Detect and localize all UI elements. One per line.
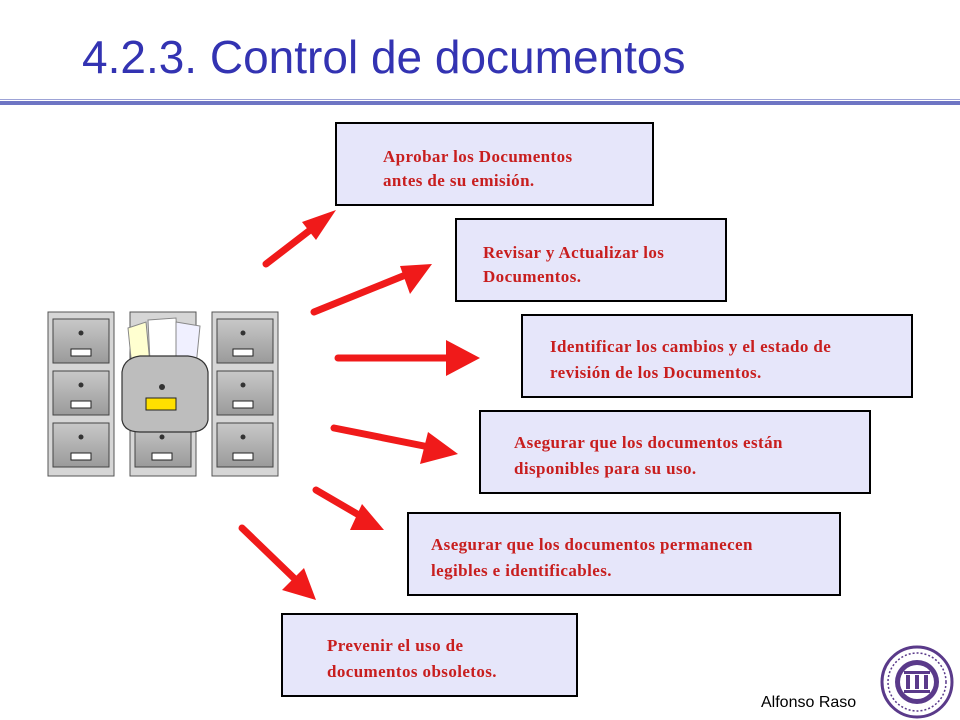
- item-box-revisar: Revisar y Actualizar los Documentos.: [455, 218, 727, 302]
- item-line: revisión de los Documentos.: [550, 363, 762, 382]
- item-line: antes de su emisión.: [383, 171, 535, 190]
- item-box-obsoletos: Prevenir el uso de documentos obsoletos.: [281, 613, 578, 697]
- item-line: Aprobar los Documentos: [383, 147, 573, 166]
- item-box-aprobar: Aprobar los Documentos antes de su emisi…: [335, 122, 654, 206]
- item-line: Identificar los cambios y el estado de: [550, 337, 832, 356]
- arrows: [238, 210, 480, 600]
- arrow-icon: [262, 210, 336, 268]
- title-divider: [0, 99, 960, 105]
- arrow-icon: [310, 264, 432, 316]
- item-line: Asegurar que los documentos permanecen: [431, 535, 753, 554]
- item-line: legibles e identificables.: [431, 561, 612, 580]
- item-line: Prevenir el uso de: [327, 636, 464, 655]
- item-line: disponibles para su uso.: [514, 459, 697, 478]
- item-line: Asegurar que los documentos están: [514, 433, 783, 452]
- filing-cabinet-icon: [47, 311, 279, 477]
- item-line: Documentos.: [483, 267, 582, 286]
- author-name: Alfonso Raso: [761, 694, 857, 711]
- item-box-legibles: Asegurar que los documentos permanecen l…: [407, 512, 841, 596]
- arrow-icon: [312, 486, 384, 530]
- item-box-disponibles: Asegurar que los documentos están dispon…: [479, 410, 871, 494]
- item-line: Revisar y Actualizar los: [483, 243, 665, 262]
- arrow-icon: [330, 424, 458, 464]
- arrow-icon: [334, 340, 480, 376]
- university-seal-icon: [880, 645, 954, 719]
- item-box-identificar: Identificar los cambios y el estado de r…: [521, 314, 913, 398]
- arrow-icon: [238, 524, 316, 600]
- item-line: documentos obsoletos.: [327, 662, 497, 681]
- slide-title: 4.2.3. Control de documentos: [82, 31, 686, 83]
